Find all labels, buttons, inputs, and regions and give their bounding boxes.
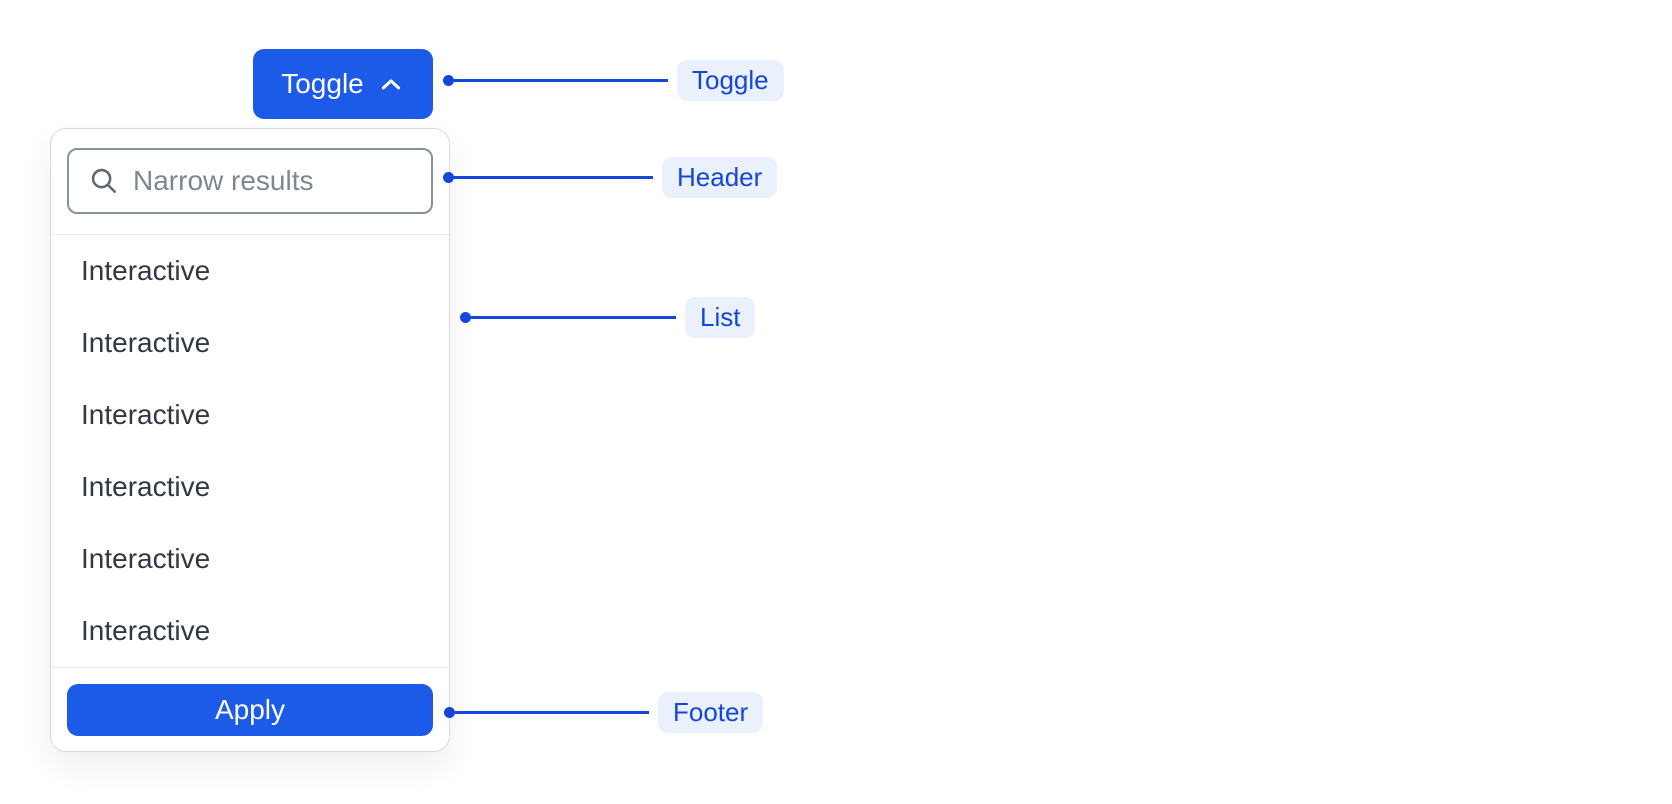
annotation-line: [454, 176, 653, 179]
toggle-button-label: Toggle: [281, 68, 364, 99]
annotation-label-header: Header: [662, 157, 778, 198]
search-input[interactable]: [133, 165, 415, 197]
annotation-footer: Footer: [444, 692, 764, 733]
annotation-label-footer: Footer: [658, 692, 764, 733]
list-item[interactable]: Interactive: [81, 543, 211, 574]
dropdown-list: Interactive Interactive Interactive Inte…: [51, 235, 449, 667]
annotation-dot: [443, 75, 454, 86]
annotation-list: List: [460, 297, 756, 338]
annotation-dot: [444, 707, 455, 718]
annotation-toggle: Toggle: [443, 60, 784, 101]
toggle-button[interactable]: Toggle: [253, 49, 433, 119]
annotation-line: [455, 711, 649, 714]
list-item[interactable]: Interactive: [81, 399, 211, 430]
annotation-header: Header: [443, 157, 778, 198]
apply-button[interactable]: Apply: [67, 684, 433, 736]
list-item[interactable]: Interactive: [81, 255, 211, 286]
dropdown-panel: Interactive Interactive Interactive Inte…: [50, 128, 450, 752]
list-item[interactable]: Interactive: [81, 615, 211, 646]
annotation-label-toggle: Toggle: [677, 60, 784, 101]
list-item[interactable]: Interactive: [81, 327, 211, 358]
annotation-label-list: List: [685, 297, 756, 338]
dropdown-header: [51, 129, 449, 235]
annotation-line: [471, 316, 676, 319]
search-box[interactable]: [67, 148, 433, 214]
list-item[interactable]: Interactive: [81, 471, 211, 502]
search-icon: [88, 165, 120, 197]
dropdown-footer: Apply: [51, 667, 449, 751]
annotation-dot: [443, 172, 454, 183]
annotation-dot: [460, 312, 471, 323]
chevron-up-icon: [377, 69, 405, 99]
annotation-line: [454, 79, 668, 82]
